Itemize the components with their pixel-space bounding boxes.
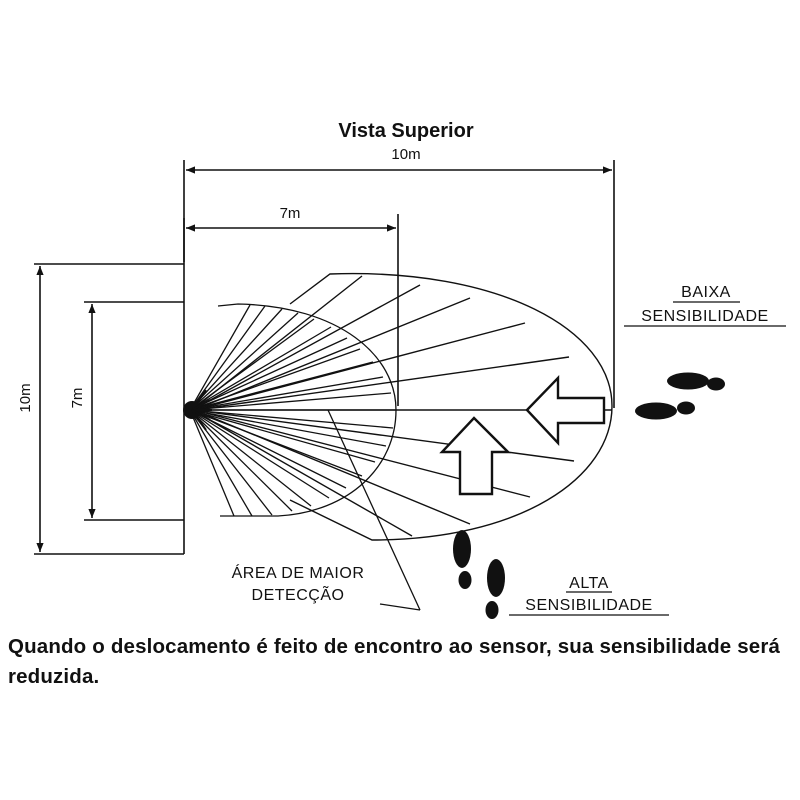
low-sensitivity-label-line2: SENSIBILIDADE (641, 308, 768, 325)
dimension-top-outer (183, 160, 615, 408)
footprints-down-icon (453, 530, 505, 619)
dimension-left-outer-label: 10m (17, 383, 34, 412)
dimension-left-outer (34, 263, 184, 555)
dimension-left-inner-label: 7m (69, 388, 86, 409)
diagram-title: Vista Superior (338, 120, 473, 142)
high-sensitivity-label-line1: ALTA (569, 575, 609, 592)
footprints-right-icon (635, 372, 725, 420)
dimension-top-inner (183, 214, 399, 406)
inner-detection-zone (189, 303, 397, 517)
area-pointer (327, 409, 421, 611)
arrow-up-icon (439, 416, 511, 496)
arrow-left-icon (525, 375, 606, 447)
sensor-icon (183, 389, 212, 431)
low-sensitivity-label-line1: BAIXA (681, 284, 731, 301)
area-label-line1: ÁREA DE MAIOR (232, 563, 365, 582)
dimension-left-inner (84, 301, 184, 521)
dimension-top-inner-label: 7m (280, 205, 301, 222)
caption: Quando o deslocamento é feito de encontr… (8, 635, 780, 688)
high-sensitivity-label-line2: SENSIBILIDADE (525, 597, 652, 614)
area-label-line2: DETECÇÃO (252, 584, 345, 604)
dimension-top-outer-label: 10m (391, 146, 420, 163)
